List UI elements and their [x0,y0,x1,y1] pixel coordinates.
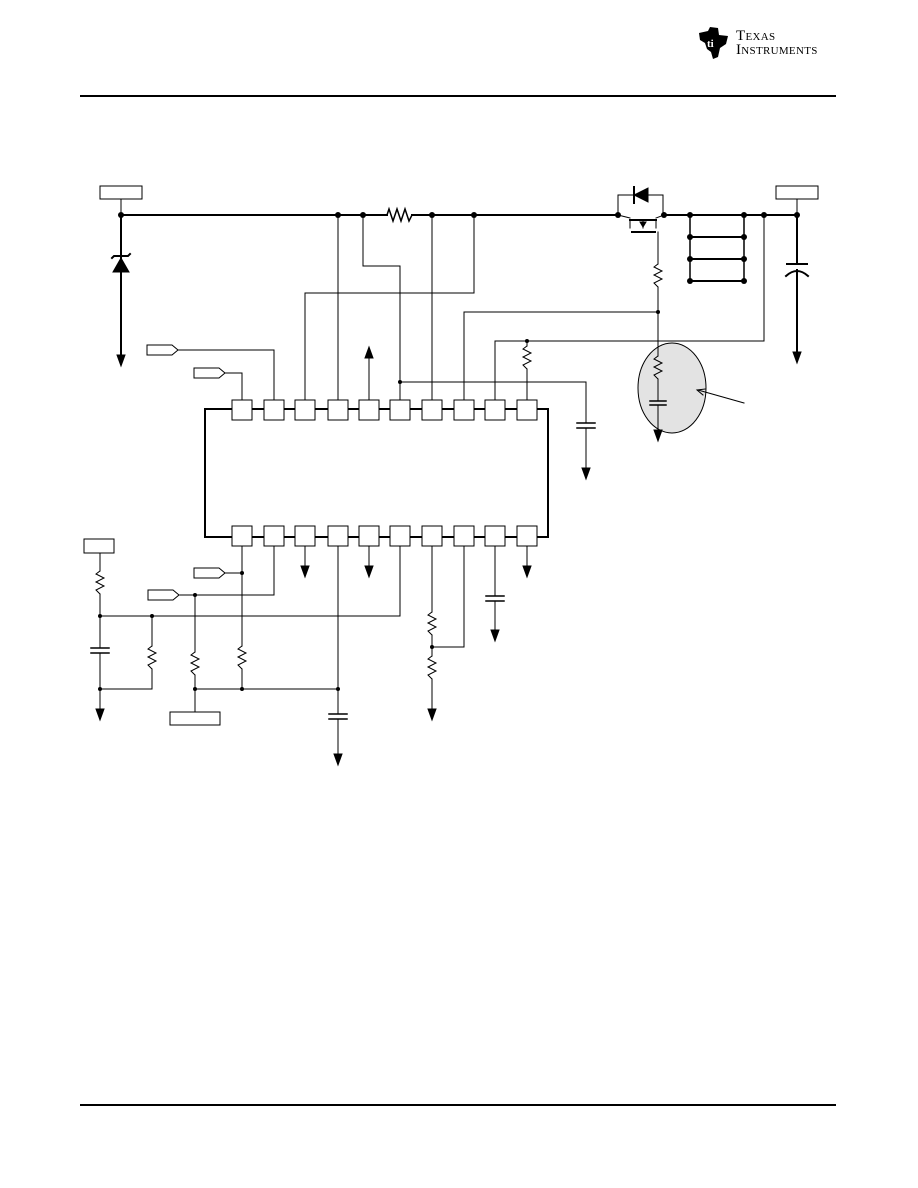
output-terminal-box [775,185,819,200]
input-flag-4 [147,589,180,601]
left-supply-box [83,538,115,554]
up-arrow-icon [364,345,374,359]
gate-resistor [652,263,664,288]
divider-resistor-bottom [426,655,438,680]
header-rule [80,95,836,97]
annotation-arrow [697,389,745,404]
ti-logo: ti Texas Instruments [696,26,840,60]
ground-arrow-icon [427,708,437,722]
ic-pin-bottom-8 [453,525,475,547]
ic-pin-top-3 [294,399,316,421]
body-diode-icon [632,187,649,203]
highlight-ellipse [637,342,707,434]
ic-pin-top-7 [421,399,443,421]
ic-pin-bottom-7 [421,525,443,547]
bias-resistor-1 [189,651,201,676]
footer-rule [80,1104,836,1106]
ic-pin-bottom-4 [327,525,349,547]
ti-wordmark: Texas Instruments [736,28,818,58]
divider-resistor-top [426,611,438,636]
ground-arrow-icon [792,351,802,365]
ic-pin-top-2 [263,399,285,421]
bottom-terminal-box [169,711,221,726]
ic-pin-bottom-3 [294,525,316,547]
ti-state-logo-icon: ti [699,27,728,59]
ground-arrow-icon [581,467,591,481]
ic-pin-top-6 [389,399,411,421]
input-flag-2 [193,367,226,379]
ic-pin-top-1 [231,399,253,421]
ic-pin-top-10 [516,399,538,421]
ground-arrow-icon [116,354,126,368]
ic-pin-bottom-6 [389,525,411,547]
ground-arrow-icon [300,565,310,579]
ic-pin-top-8 [453,399,475,421]
pullup-resistor [521,345,533,370]
ic-pin-bottom-2 [263,525,285,547]
left-shunt-resistor [146,645,158,670]
ground-arrow-icon [333,753,343,767]
ground-arrow-icon [653,429,663,443]
input-flag-1 [146,344,179,356]
ground-arrow-icon [364,565,374,579]
sense-resistor [386,206,414,224]
ic-pin-bottom-10 [516,525,538,547]
snubber-resistor [652,355,664,380]
ic-pin-top-9 [484,399,506,421]
left-resistor [94,570,106,595]
ground-arrow-icon [95,708,105,722]
ti-wordmark-line1: Texas [736,28,776,44]
ground-arrow-icon [490,629,500,643]
ic-pin-top-5 [358,399,380,421]
bias-resistor-2 [236,645,248,670]
input-flag-3 [193,567,226,579]
input-terminal-box [99,185,143,200]
ic-pin-top-4 [327,399,349,421]
ic-pin-bottom-9 [484,525,506,547]
svg-text:ti: ti [707,38,714,50]
ic-pin-bottom-5 [358,525,380,547]
ground-arrow-icon [522,565,532,579]
ic-body [204,408,549,538]
ic-pin-bottom-1 [231,525,253,547]
ti-wordmark-line2: Instruments [736,42,818,58]
zener-diode-icon [112,256,130,273]
